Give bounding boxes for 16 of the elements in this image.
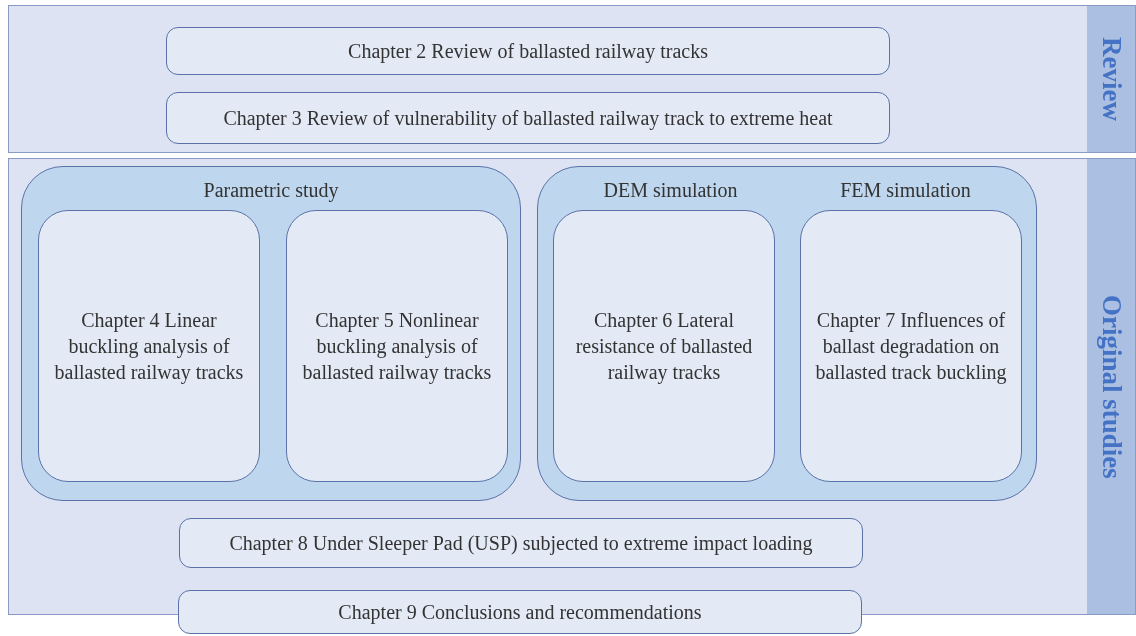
chapter-box: Chapter 6 Lateral resistance of ballasted railway tracks bbox=[553, 210, 775, 482]
section-title: Review bbox=[1087, 6, 1135, 152]
chapter-box: Chapter 5 Nonlinear buckling analysis of ballasted railway tracks bbox=[286, 210, 508, 482]
chapter-box: Chapter 7 Influences of ballast degradation on ballasted track buckling bbox=[800, 210, 1022, 482]
group-title: Parametric study bbox=[202, 179, 340, 202]
group-box bbox=[21, 166, 521, 501]
chapter-box: Chapter 3 Review of vulnerability of ballasted railway track to extreme heat bbox=[166, 92, 890, 144]
group-title: FEM simulation bbox=[839, 179, 972, 202]
chapter-box: Chapter 2 Review of ballasted railway tracks bbox=[166, 27, 890, 75]
group-box bbox=[537, 166, 1037, 501]
section-panel bbox=[8, 5, 1136, 153]
section-title: Original studies bbox=[1087, 159, 1135, 614]
chapter-box: Chapter 8 Under Sleeper Pad (USP) subjected to extreme impact loading bbox=[179, 518, 863, 568]
chapter-box: Chapter 4 Linear buckling analysis of ballasted railway tracks bbox=[38, 210, 260, 482]
chapter-box: Chapter 9 Conclusions and recommendations bbox=[178, 590, 862, 634]
group-title: DEM simulation bbox=[602, 179, 739, 202]
